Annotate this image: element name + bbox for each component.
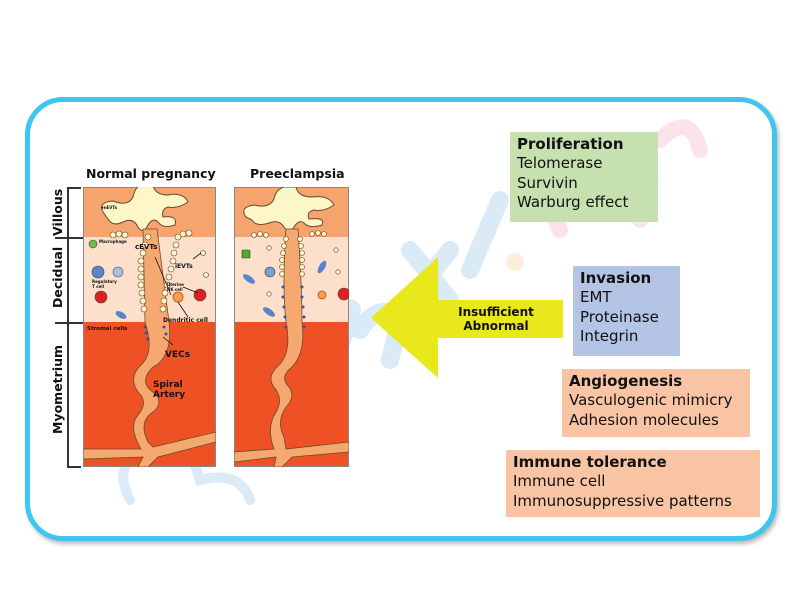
tcell xyxy=(264,266,276,278)
dendritic-cell xyxy=(172,291,184,303)
invasion-box: Invasion EMT Proteinase Integrin xyxy=(573,266,680,356)
arrow-shape xyxy=(371,257,563,378)
stromal-cell xyxy=(263,307,275,317)
ievt-cell xyxy=(200,250,206,256)
label-enevts: enEVTs xyxy=(101,205,117,210)
vec-dots xyxy=(143,325,168,341)
angiogenesis-item: Vasculogenic mimicry xyxy=(569,391,733,409)
insufficient-arrow xyxy=(371,257,563,378)
proliferation-box: Proliferation Telomerase Survivin Warbur… xyxy=(510,132,658,222)
label-cevts: cEVTs xyxy=(135,243,158,251)
invasion-title: Invasion xyxy=(580,269,652,287)
label-dendritic: Dendritic cell xyxy=(163,317,208,324)
layer-label-decidual: Decidual xyxy=(50,246,65,308)
angiogenesis-box: Angiogenesis Vasculogenic mimicry Adhesi… xyxy=(562,369,750,437)
preeclampsia-title: Preeclampsia xyxy=(250,166,345,181)
immune-tolerance-item: Immunosuppressive patterns xyxy=(513,491,732,510)
stromal-cell xyxy=(317,260,327,274)
annotation-lines xyxy=(154,252,202,346)
cevt-column xyxy=(251,230,327,277)
arrow-label-line2: Abnormal xyxy=(463,319,529,333)
proliferation-item: Survivin xyxy=(517,173,578,192)
angiogenesis-item: Adhesion molecules xyxy=(569,410,719,429)
stromal-cell xyxy=(115,311,127,319)
label-unk: Uterine NK cell xyxy=(167,282,184,292)
stromal-cell xyxy=(243,274,255,284)
layer-label-villous: Villous xyxy=(50,188,65,236)
label-vecs: VECs xyxy=(165,350,191,360)
angiogenesis-title: Angiogenesis xyxy=(569,372,683,390)
layer-label-myometrium: Myometrium xyxy=(50,344,65,434)
macrophage-cell xyxy=(88,239,98,249)
invasion-item: EMT xyxy=(580,288,612,306)
bracket-tick-villous-decidual xyxy=(55,237,83,239)
bracket-tick-top xyxy=(67,187,81,189)
label-treg: Regulatory T cell xyxy=(92,279,117,289)
villus-tree xyxy=(101,187,189,231)
bracket-tick-bottom xyxy=(67,466,81,468)
villus-tree xyxy=(243,187,335,232)
macrophage-cell xyxy=(241,249,251,259)
label-stromal: Stromal cells xyxy=(87,326,128,332)
invasion-item: Proteinase xyxy=(580,307,659,326)
spiral-artery xyxy=(83,228,216,467)
immune-tolerance-box: Immune tolerance Immune cell Immunosuppr… xyxy=(506,450,760,517)
immune-tolerance-title: Immune tolerance xyxy=(513,453,667,471)
label-spiral-artery: Spiral Artery xyxy=(153,380,186,400)
label-ievts: iEVTs xyxy=(175,263,193,270)
layer-bracket xyxy=(67,187,69,467)
proliferation-item: Warburg effect xyxy=(517,193,629,211)
immune-tolerance-item: Immune cell xyxy=(513,472,606,490)
spiral-artery xyxy=(234,228,349,467)
dendritic-cell xyxy=(317,290,327,300)
normal-pregnancy-panel xyxy=(83,187,216,467)
red-cell xyxy=(94,290,108,304)
arrow-label-line1: Insufficient xyxy=(458,305,534,319)
preeclampsia-panel xyxy=(234,187,349,467)
red-cell xyxy=(193,288,207,302)
invasion-item: Integrin xyxy=(580,327,639,345)
ievt-cells xyxy=(266,245,341,297)
proliferation-title: Proliferation xyxy=(517,135,624,153)
cevt-column xyxy=(109,229,193,313)
ievt-cell xyxy=(203,272,209,278)
treg-cell xyxy=(91,265,105,279)
tcell xyxy=(112,266,124,278)
arrow-label: Insufficient Abnormal xyxy=(432,305,560,333)
red-cell xyxy=(337,287,349,301)
proliferation-item: Telomerase xyxy=(517,154,603,172)
normal-pregnancy-title: Normal pregnancy xyxy=(86,166,216,181)
label-macrophage: Macrophage xyxy=(99,239,127,244)
vec-dots xyxy=(281,285,306,329)
bracket-tick-decidual-myometrium xyxy=(55,322,83,324)
